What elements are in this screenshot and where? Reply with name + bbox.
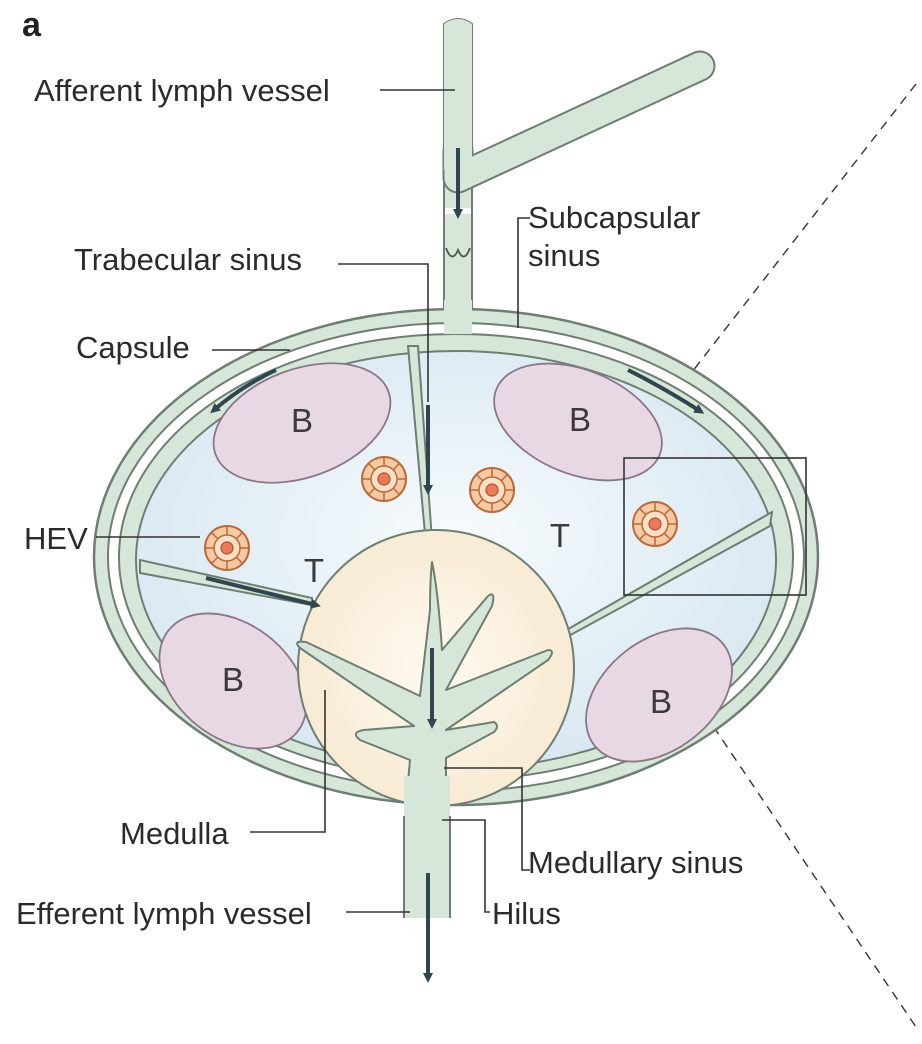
hev-icon — [633, 502, 677, 546]
b-zone-label: B — [291, 402, 313, 439]
label-medulla: Medulla — [120, 816, 229, 851]
t-zone-label: T — [550, 517, 570, 554]
label-subcapsular-sinus: sinus — [528, 238, 600, 273]
afferent-lymph-vessel — [444, 19, 700, 322]
panel-letter: a — [22, 6, 42, 44]
label-hev: HEV — [24, 521, 88, 556]
label-medullary-sinus: Medullary sinus — [528, 845, 743, 880]
label-efferent-lymph-vessel: Efferent lymph vessel — [16, 896, 312, 931]
label-trabecular-sinus: Trabecular sinus — [74, 242, 302, 277]
b-zone-label: B — [650, 683, 672, 720]
label-hilus: Hilus — [492, 896, 561, 931]
t-zone-label: T — [304, 552, 324, 589]
label-afferent-lymph-vessel: Afferent lymph vessel — [34, 73, 330, 108]
label-capsule: Capsule — [76, 330, 190, 365]
hev-icon — [470, 468, 514, 512]
hev-icon — [205, 526, 249, 570]
b-zone-label: B — [222, 661, 244, 698]
b-zone-label: B — [569, 401, 591, 438]
hev-icon — [362, 457, 406, 501]
label-subcapsular-sinus: Subcapsular — [528, 200, 700, 235]
